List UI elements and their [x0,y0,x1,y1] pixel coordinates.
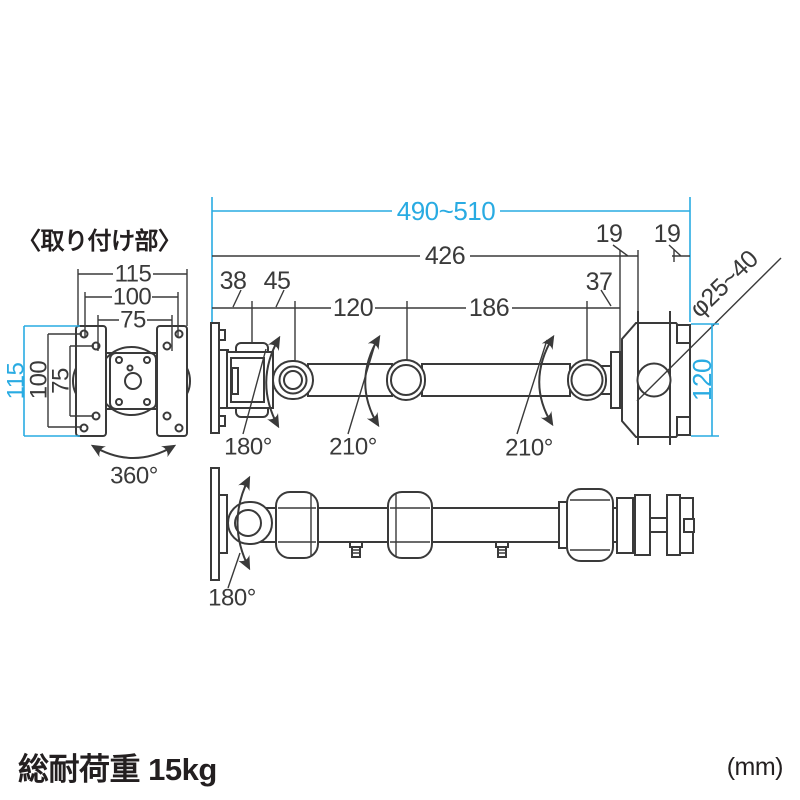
dim-mount-height-100: 100 [26,361,53,400]
clamp-pole-hole [636,362,672,398]
adjustment-screw-1 [349,541,363,558]
dim-clamp-height: 120 [687,359,717,401]
unit-label: (mm) [727,753,783,781]
dim-clamp-gap-2: 19 [654,220,681,248]
rotation-label-180-side: 180° [224,434,272,461]
mount-height-dim-lines [47,333,94,428]
vesa-mount-view: 115 100 75 115 100 75 360° [3,261,191,490]
dim-mount-height-75: 75 [48,368,75,394]
arm-assembly-side [210,322,613,434]
vesa-center-plate [109,352,157,410]
dim-mount-width-115: 115 [115,261,152,288]
load-capacity-label: 総耐荷重 15kg [18,752,217,787]
arm-bar-1 [307,363,393,397]
dim-mount-width-100: 100 [113,284,152,311]
dim-segment-chain-lines [212,250,639,365]
dim-segment-186: 186 [469,294,509,322]
rotation-label-210-b: 210° [505,435,553,462]
arm-side-view: 490~510 426 19 19 38 45 120 186 37 [210,196,782,462]
monitor-plate-hooks [219,329,226,427]
rotation-label-180-top: 180° [208,585,256,612]
monitor-plate-top [210,467,220,581]
dim-clamp-height-lines [691,323,719,437]
arm-bar-2 [421,363,571,397]
pole-clamp-side [610,311,691,445]
rotation-leader-lines [242,339,548,435]
rotation-arc-360 [90,444,177,459]
dim-mount-height-115: 115 [3,362,30,399]
pole-diameter-leader [636,257,782,402]
rotation-arc-210-b [538,334,555,427]
monitor-plate-side [210,322,220,434]
joint-2-pivot [390,364,422,396]
adjustment-screw-2 [495,541,509,558]
rotation-label-210-a: 210° [329,434,377,461]
mount-width-dim-lines [77,269,188,351]
dim-segment-120: 120 [333,294,373,322]
rotation-arc-180-top [236,475,251,571]
dim-pole-diameter: φ25~40 [684,245,763,323]
clamp-back-plate [610,351,621,409]
mount-section-title: 〈取り付け部〉 [17,227,182,255]
dim-arm-length: 426 [425,242,465,270]
clamp-tab-top [676,324,691,344]
arm-top-view: 180° [208,467,695,612]
dim-total-length: 490~510 [397,196,495,226]
dim-clamp-gap-lines [612,244,690,262]
vesa-plate-left [75,325,107,437]
dim-clamp-gap-1: 19 [596,220,623,248]
mount-height-dim-115-blue [23,325,80,437]
joint-barrel-3-top [558,488,614,562]
pole-clamp-top [616,494,695,556]
joint-barrel-1-top [275,491,319,559]
dim-segment-37: 37 [586,268,613,296]
rotation-arc-180-side [265,335,281,429]
monitor-bracket-top [218,494,228,554]
dim-total-length-lines [211,197,691,322]
vesa-plate-holes [79,329,184,433]
dim-segment-45: 45 [264,267,291,295]
dim-mount-width-75: 75 [120,307,146,334]
rotation-leader-top [227,552,241,589]
joint-barrel-2-top [387,491,433,559]
vesa-center-holes [115,356,151,406]
rotation-label-360: 360° [110,463,158,490]
dim-segment-38: 38 [220,267,247,295]
joint-3-pivot [570,363,604,397]
clamp-tab-bottom [676,416,691,436]
